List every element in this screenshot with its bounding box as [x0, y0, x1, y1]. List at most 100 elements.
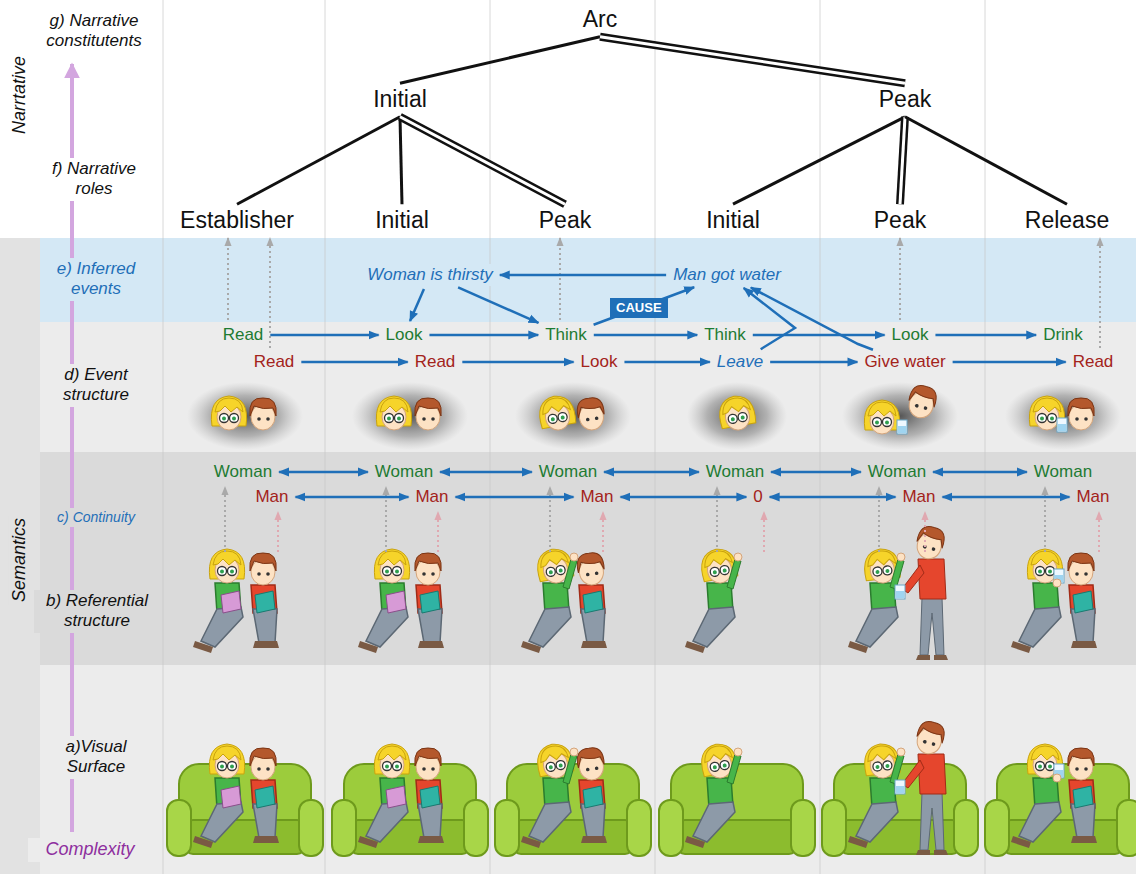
double-branch-outer	[600, 37, 905, 83]
node-text: 0	[753, 487, 762, 507]
double-branch-inner	[400, 117, 565, 204]
section-title: Narrtative	[8, 53, 32, 137]
level-label: Complexity	[28, 838, 152, 862]
connector-line	[621, 496, 747, 499]
continuity-label: Woman	[371, 461, 437, 483]
column-dividers	[163, 0, 985, 874]
node-text: Think	[704, 325, 746, 345]
node-text: Drink	[1043, 325, 1083, 345]
connector-line	[935, 334, 1036, 337]
node-text: Woman	[375, 462, 433, 482]
event-arrow	[594, 334, 697, 335]
connector-line	[400, 117, 402, 204]
node-text: Woman	[1034, 462, 1092, 482]
continuity-arrow	[279, 471, 368, 472]
node-text: Man	[902, 487, 935, 507]
event-arrow	[410, 289, 424, 321]
event-arrow	[458, 287, 538, 322]
connector-line	[301, 361, 407, 364]
connector-line	[753, 334, 885, 337]
continuity-label: Man	[576, 486, 617, 508]
continuity-arrow	[770, 496, 896, 497]
connector-line	[279, 471, 368, 474]
tree-branch	[400, 117, 565, 204]
connector-line	[400, 37, 600, 83]
event-arrow	[462, 361, 573, 362]
narrative-constituent: Peak	[875, 85, 935, 115]
continuity-label: Woman	[535, 461, 601, 483]
node-text: Woman	[868, 462, 926, 482]
tree-branch	[400, 37, 600, 83]
level-label: d) Event structure	[44, 364, 148, 407]
node-text: Man got water	[673, 265, 781, 285]
node-text: Woman is thirsty	[367, 265, 493, 285]
continuity-label: Woman	[210, 461, 276, 483]
continuity-label: Man	[251, 486, 292, 508]
event-arrow	[953, 361, 1066, 362]
node-text: Woman	[214, 462, 272, 482]
event-label: Look	[888, 324, 933, 346]
connector-line	[296, 496, 409, 499]
edge-label: CAUSE	[610, 298, 668, 318]
tree-branch	[900, 117, 905, 204]
visual-surface-panels	[167, 719, 1136, 856]
continuity-label: Woman	[864, 461, 930, 483]
connector-line	[237, 117, 400, 204]
connector-line	[410, 289, 424, 321]
connector-line	[953, 361, 1066, 364]
connector-line	[770, 361, 857, 364]
node-text: Peak	[874, 207, 926, 235]
level-label: b) Referential structure	[34, 590, 160, 633]
connector-line	[933, 471, 1027, 474]
connector-line	[624, 361, 709, 364]
narrative-constituent: Arc	[579, 5, 622, 35]
connector-line	[905, 117, 1067, 204]
continuity-arrow	[604, 471, 699, 472]
event-label: Think	[700, 324, 750, 346]
continuity-label: Woman	[702, 461, 768, 483]
continuity-arrow	[440, 471, 532, 472]
connector-line	[456, 496, 574, 499]
level-label: f) Narrative roles	[38, 158, 150, 201]
node-text: Give water	[864, 352, 945, 372]
section-title: Semantics	[8, 515, 32, 605]
node-text: Read	[223, 325, 264, 345]
node-text: Look	[386, 325, 423, 345]
level-label: e) Inferred events	[44, 258, 148, 301]
node-text: Look	[892, 325, 929, 345]
connector-line	[943, 496, 1070, 499]
continuity-label: Woman	[1030, 461, 1096, 483]
node-text: Woman	[706, 462, 764, 482]
narrative-role: Peak	[535, 206, 595, 236]
continuity-label: Man	[1072, 486, 1113, 508]
connector-line	[270, 334, 378, 337]
connector-line	[733, 117, 905, 204]
tree-branch	[733, 117, 905, 204]
continuity-arrow	[621, 496, 747, 497]
node-text: Peak	[539, 207, 591, 235]
event-label: Drink	[1039, 324, 1087, 346]
continuity-arrow	[456, 496, 574, 497]
connector-line	[594, 287, 695, 324]
inferred-event: Woman is thirsty	[363, 264, 497, 286]
node-text: Look	[581, 352, 618, 372]
connector-line	[500, 274, 666, 277]
connector-line	[771, 471, 861, 474]
tree-branch	[237, 117, 400, 204]
connector-line	[462, 361, 573, 364]
narrative-role: Initial	[371, 206, 433, 236]
node-text: Release	[1025, 207, 1109, 235]
node-text: Read	[1073, 352, 1114, 372]
continuity-label: 0	[749, 486, 766, 508]
narrative-role: Release	[1021, 206, 1113, 236]
continuity-arrow	[943, 496, 1070, 497]
event-arrow	[935, 334, 1036, 335]
event-label: Read	[250, 351, 299, 373]
event-arrow	[301, 361, 407, 362]
event-label: Think	[541, 324, 591, 346]
node-text: Initial	[375, 207, 429, 235]
continuity-arrow	[933, 471, 1027, 472]
